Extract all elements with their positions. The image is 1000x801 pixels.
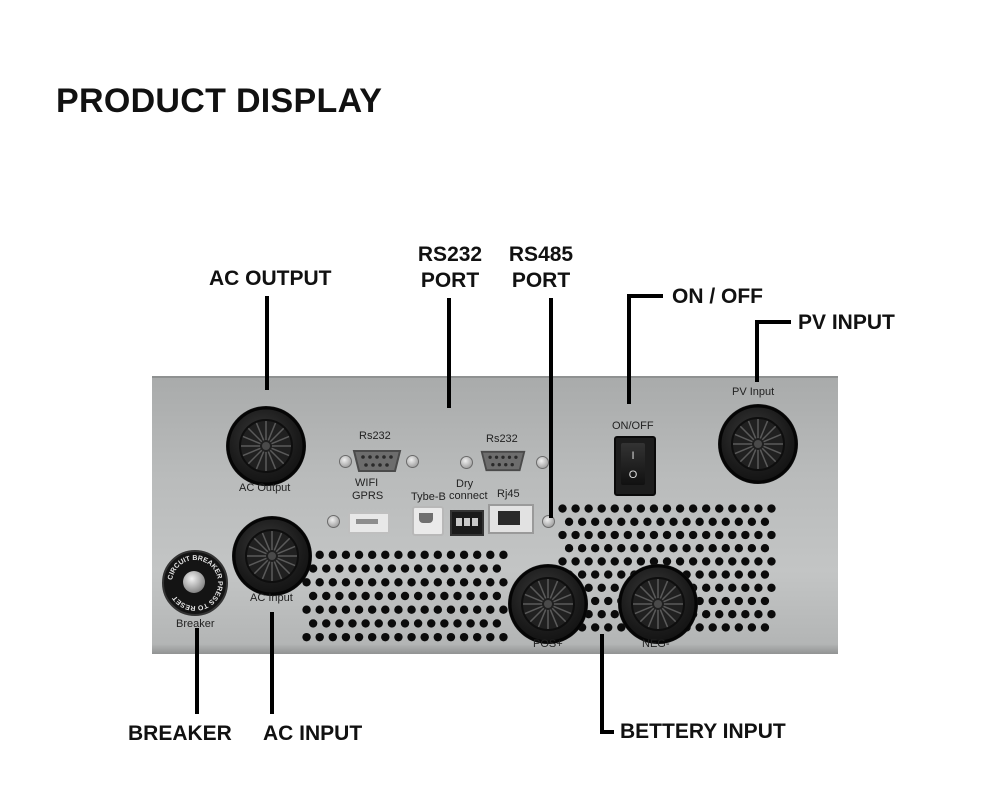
inverter-rear-panel: AC Output AC Input CIRCUIT BREAKER PRESS… [152, 376, 838, 654]
on-off-label: ON/OFF [612, 420, 654, 432]
rj45-screw [542, 515, 555, 528]
callout-rs232-line2: PORT [420, 269, 480, 292]
pos-label: POS+ [533, 638, 563, 651]
leader-on-off-h [627, 294, 663, 298]
rs232-right-label: Rs232 [486, 433, 518, 445]
battery-positive-cable-gland [508, 564, 588, 644]
callout-breaker: BREAKER [128, 722, 232, 745]
rj45-label: Rj45 [497, 488, 520, 500]
ac-input-label: AC Input [250, 592, 293, 604]
pv-input-label: PV Input [732, 386, 775, 398]
neg-label: NEG- [642, 638, 670, 651]
ac-input-cable-gland [232, 516, 312, 596]
callout-on-off: ON / OFF [672, 285, 763, 308]
callout-rs485-port: RS485 PORT [505, 242, 577, 294]
leader-breaker [195, 628, 199, 714]
rs232-left-screw-2 [406, 455, 419, 468]
vent-grid-left [300, 548, 510, 644]
breaker-label: Breaker [176, 618, 215, 630]
rs232-right-screw-1 [460, 456, 473, 469]
breaker-reset-knob[interactable] [183, 571, 205, 593]
vent-grid-right [556, 502, 778, 634]
callout-rs485-line1: RS485 [508, 243, 574, 266]
leader-rs232 [447, 298, 451, 408]
leader-pv-input-h [755, 320, 791, 324]
leader-battery-h [600, 730, 614, 734]
panel-bottom-shadow [152, 644, 838, 654]
gprs-label: GPRS [352, 490, 384, 502]
power-rocker[interactable]: I O [621, 443, 645, 485]
type-b-label: Tybe-B [411, 491, 446, 503]
battery-negative-cable-gland [618, 564, 698, 644]
callout-rs485-line2: PORT [511, 269, 571, 292]
usb-screw-left [327, 515, 340, 528]
leader-battery-v [600, 634, 604, 734]
ac-output-label: AC Output [239, 482, 291, 494]
dry-contact-terminal[interactable] [450, 510, 484, 536]
rs232-left-label: Rs232 [359, 430, 391, 442]
leader-pv-input-v [755, 320, 759, 382]
type-b-usb-port[interactable] [412, 506, 444, 536]
pv-input-cable-gland [718, 404, 798, 484]
dry-connect-label-2: connect [449, 490, 488, 502]
callout-pv-input: PV INPUT [798, 311, 895, 334]
leader-rs485 [549, 298, 553, 518]
leader-ac-output [265, 296, 269, 390]
dry-connect-label-1: Dry [456, 478, 474, 490]
leader-ac-input [270, 612, 274, 714]
switch-off-glyph: O [628, 469, 638, 481]
rs232-right-screw-2 [536, 456, 549, 469]
ac-output-cable-gland [226, 406, 306, 486]
leader-on-off-v [627, 294, 631, 404]
wifi-label: WIFI [355, 477, 379, 489]
callout-rs232-line1: RS232 [417, 243, 483, 266]
rs232-right-port[interactable] [478, 449, 528, 478]
switch-on-glyph: I [631, 450, 635, 462]
callout-ac-output: AC OUTPUT [209, 267, 332, 290]
callout-battery-input: BETTERY INPUT [620, 720, 786, 743]
wifi-usb-port[interactable] [348, 512, 390, 534]
rj45-port[interactable] [488, 504, 534, 534]
power-switch[interactable]: I O [614, 436, 656, 496]
page-title: PRODUCT DISPLAY [56, 82, 383, 120]
rs232-left-port[interactable] [352, 448, 402, 479]
circuit-breaker[interactable]: CIRCUIT BREAKER PRESS TO RESET [162, 550, 228, 616]
callout-rs232-port: RS232 PORT [414, 242, 486, 294]
callout-ac-input: AC INPUT [263, 722, 363, 745]
rs232-left-screw-1 [339, 455, 352, 468]
